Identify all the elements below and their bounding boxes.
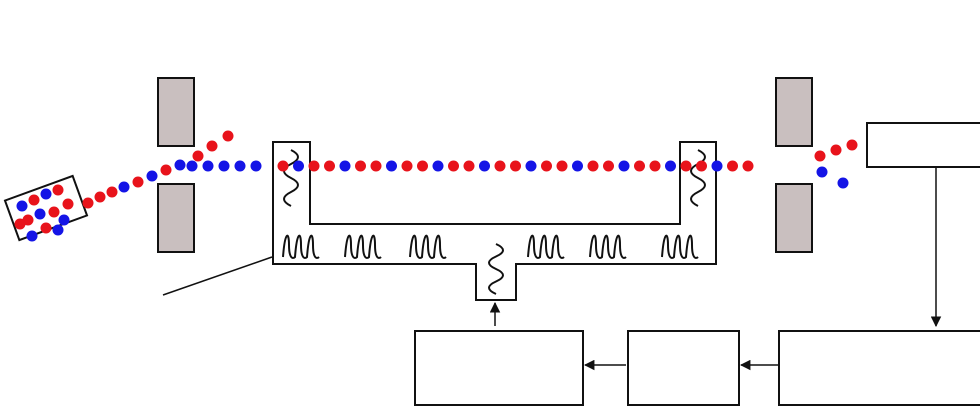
oven-atom: [28, 194, 40, 206]
beam-atom: [432, 160, 444, 172]
atom-beam: [82, 130, 858, 209]
atom-source-oven: [3, 174, 89, 242]
beam-atom: [572, 160, 583, 172]
microwave-wave: [488, 243, 504, 295]
microwave-wave: [409, 234, 447, 259]
beam-atom: [463, 160, 475, 172]
beam-atom: [556, 160, 568, 172]
beam-atom: [618, 160, 630, 172]
oven-atom: [34, 208, 46, 220]
beam-atom: [146, 170, 158, 182]
frequency-generator-box: [414, 330, 584, 406]
beam-atom: [541, 160, 552, 172]
microwave-wave: [690, 149, 706, 207]
beam-atom: [160, 164, 172, 176]
beam-atom-deflected: [830, 144, 842, 156]
beam-atom: [448, 160, 459, 172]
cavity-pointer-line: [162, 256, 273, 296]
beam-atom: [82, 197, 94, 209]
beam-atom: [293, 160, 304, 172]
beam-atom: [386, 160, 397, 172]
beam-atom-deflected: [846, 139, 858, 151]
beam-atom-deflected: [192, 150, 204, 162]
oven-atom: [52, 224, 64, 236]
beam-atom: [680, 160, 692, 172]
beam-atom: [634, 160, 645, 172]
beam-atom: [234, 160, 246, 172]
polariser-label: [110, 12, 242, 33]
polariser-magnet-top: [157, 77, 195, 147]
beam-atom-deflected: [222, 130, 234, 142]
beam-atom: [202, 160, 214, 172]
analyser-magnet-bottom: [775, 183, 813, 253]
beam-atom-deflected: [206, 140, 218, 152]
beam-atom: [494, 160, 506, 172]
beam-atom: [118, 181, 130, 193]
beam-atom: [250, 160, 262, 172]
beam-atom: [401, 160, 413, 172]
beam-atom: [132, 176, 144, 188]
beam-atom: [186, 160, 198, 172]
detector-box: [866, 122, 980, 168]
polariser-magnet-bottom: [157, 183, 195, 253]
beam-atom: [339, 160, 351, 172]
oven-atom: [16, 200, 28, 212]
beam-atom: [324, 160, 335, 172]
beam-atom: [711, 160, 723, 172]
beam-atom: [174, 159, 186, 171]
microwave-wave: [283, 149, 299, 207]
beam-atom: [665, 160, 676, 172]
beam-atom-deflected: [837, 177, 849, 189]
beam-atom: [355, 160, 366, 172]
beam-atom: [587, 160, 599, 172]
beam-atom: [218, 160, 230, 172]
vcxo-box: [627, 330, 740, 406]
beam-atom: [727, 160, 738, 172]
beam-atom-deflected: [816, 166, 828, 178]
analyser-magnet-top: [775, 77, 813, 147]
oven-atom: [48, 206, 60, 218]
beam-atom: [649, 160, 661, 172]
microwave-wave: [661, 234, 699, 259]
microwave-wave: [527, 234, 565, 259]
beam-atom: [742, 160, 754, 172]
beam-atom: [603, 160, 614, 172]
oven-atom: [62, 198, 74, 210]
servo-loop-box: [778, 330, 980, 406]
microwave-wave: [344, 234, 382, 259]
beam-atom: [479, 160, 490, 172]
beam-atom: [106, 186, 118, 198]
oven-atom: [26, 230, 38, 242]
ramsey-cavity-body: [272, 141, 717, 301]
beam-atom: [417, 160, 428, 172]
beam-atom: [370, 160, 382, 172]
beam-atom: [277, 160, 289, 172]
oven-atom: [58, 214, 70, 226]
beam-atom: [696, 160, 707, 172]
beam-atom: [525, 160, 537, 172]
beam-atom-deflected: [814, 150, 826, 162]
analyser-label: [730, 22, 860, 43]
oven-atom: [14, 218, 26, 230]
beam-atom: [308, 160, 320, 172]
oven-atom: [40, 188, 52, 200]
beam-atom: [94, 191, 106, 203]
beam-atom: [510, 160, 521, 172]
microwave-field-icon: [282, 149, 706, 295]
microwave-wave: [282, 234, 320, 259]
microwave-wave: [589, 234, 627, 259]
oven-atom: [52, 184, 64, 196]
oven-atom: [40, 222, 52, 234]
